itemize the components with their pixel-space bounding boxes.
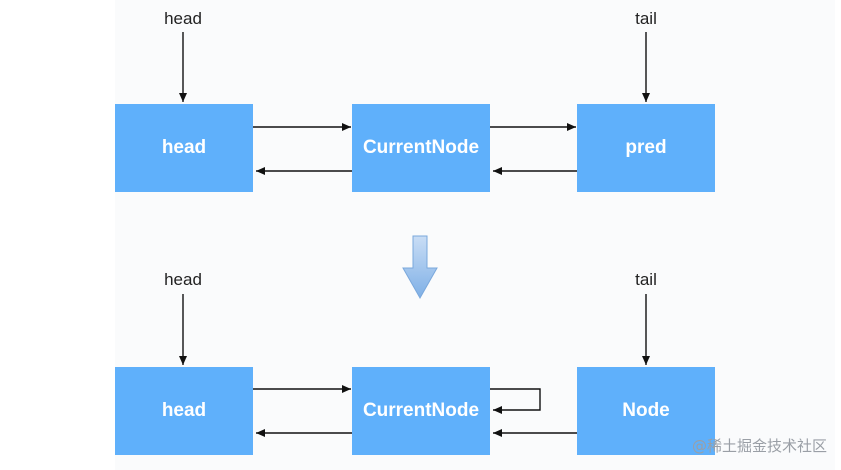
- head-pointer-label-top: head: [164, 9, 202, 28]
- head-pointer-label-bottom: head: [164, 270, 202, 289]
- tail-pointer-label-top: tail: [635, 9, 657, 28]
- node-pred-top: pred: [577, 104, 715, 192]
- watermark-text: @稀土掘金技术社区: [691, 437, 827, 455]
- self-loop-arrow-current: [490, 388, 541, 414]
- node-head-bottom: head: [115, 367, 253, 455]
- node-current-bottom: CurrentNode: [352, 367, 490, 455]
- tail-pointer-label-bottom: tail: [635, 270, 657, 289]
- node-current-top: CurrentNode: [352, 104, 490, 192]
- node-node-bottom: Node: [577, 367, 715, 455]
- down-arrow-icon: [402, 235, 438, 300]
- node-head-top: head: [115, 104, 253, 192]
